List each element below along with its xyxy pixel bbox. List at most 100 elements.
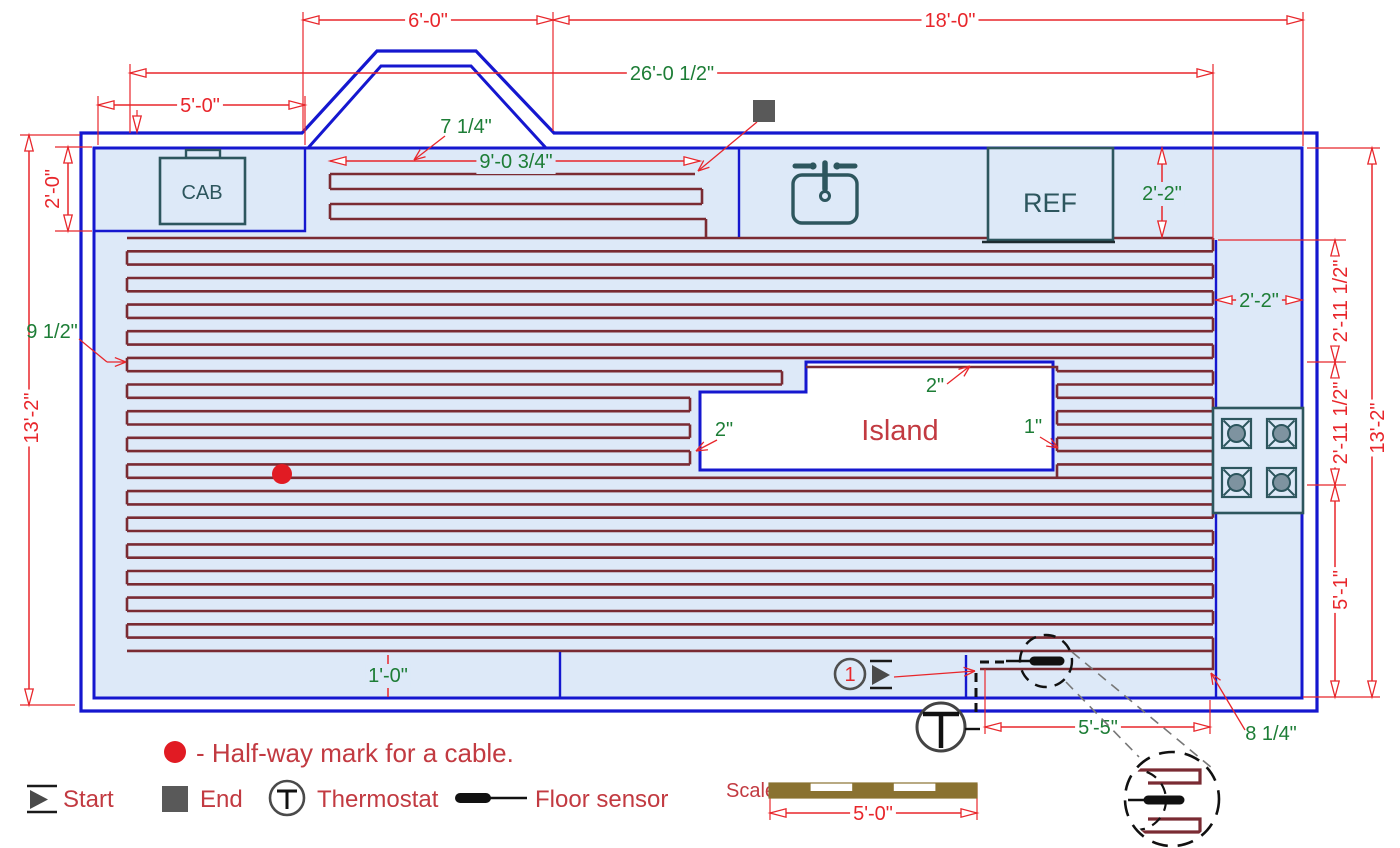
start-legend-icon [27, 784, 57, 814]
plan-markers: 1 [272, 100, 1221, 848]
dim-right-seg-upper: 2'-11 1/2" [1330, 260, 1352, 343]
dim-line [963, 365, 971, 377]
dim-arrow [767, 807, 787, 819]
dim-line [114, 361, 127, 368]
dim-text-chip [1075, 716, 1121, 740]
dim-bay-width: 6'-0" [408, 10, 448, 32]
dim-cable-span: 26'-0 1/2" [630, 63, 714, 85]
dim-arrow [62, 144, 74, 164]
dim-arrow [1366, 680, 1378, 700]
dim-arrow [1196, 67, 1216, 79]
dim-island-gap-top: 2" [926, 375, 944, 397]
dim-island-gap-right: 1" [1024, 416, 1042, 438]
dim-sensor-run: 5'-5" [1078, 717, 1118, 739]
dim-line [1046, 445, 1059, 449]
dim-stove-depth: 2'-2" [1239, 290, 1279, 312]
heating-cable-serpentine [125, 172, 1215, 671]
cabinet: CAB [158, 148, 247, 226]
halfway-mark-dot [272, 464, 292, 484]
cable-path [125, 172, 1215, 671]
ref-label: REF [1023, 188, 1077, 218]
dim-line [114, 356, 127, 363]
start-callout: 1 [833, 657, 892, 691]
dim-line [963, 670, 976, 677]
burner-icon [1220, 417, 1253, 450]
burner-icon [1220, 466, 1253, 499]
dim-arrow [1156, 220, 1168, 240]
dim-text-chip [1139, 182, 1185, 206]
dim-text-chip [177, 94, 223, 118]
dim-left-counter: 5'-0" [180, 95, 220, 117]
dim-text-chip [405, 9, 451, 33]
dim-line [78, 338, 108, 363]
end-legend-icon [162, 786, 188, 812]
dim-text-chip [1366, 399, 1390, 457]
dim-arrow [1329, 482, 1341, 502]
dim-arrow [62, 214, 74, 234]
dim-line [697, 121, 758, 172]
dim-arrow [1329, 468, 1341, 488]
appliances: CAB REF [158, 146, 1305, 515]
dim-arrow [1366, 145, 1378, 165]
outer-wall [79, 49, 1319, 713]
dim-arrow [95, 99, 115, 111]
dim-line [413, 156, 426, 161]
dim-wall-gap: 9 1/2" [26, 321, 78, 343]
dim-arrow [1329, 345, 1341, 365]
cab-label: CAB [181, 182, 222, 204]
burner-icon [1265, 466, 1298, 499]
dim-line [1050, 438, 1059, 449]
dim-text-chip [41, 166, 65, 212]
stove [1211, 406, 1305, 515]
dim-text-chip [850, 802, 896, 826]
left-counter-edge [94, 148, 307, 233]
dim-room-height-right: 13'-2" [1367, 403, 1389, 454]
dim-line [413, 135, 446, 161]
dim-arrow [1329, 359, 1341, 379]
dim-arrow [127, 67, 147, 79]
dim-line [697, 166, 710, 172]
dim-text-chip [626, 62, 718, 86]
dim-room-height-left: 13'-2" [21, 393, 43, 444]
dim-text-chip [1236, 289, 1282, 313]
dim-bottom-gap: 1'-0" [368, 665, 408, 687]
start-number: 1 [844, 664, 855, 686]
dim-right-seg-mid: 2'-11 1/2" [1330, 382, 1352, 465]
legend-halfway-text: - Half-way mark for a cable. [196, 738, 514, 768]
sensor-detail-view [1123, 750, 1221, 848]
floor-sensor-on-plan [974, 633, 1074, 716]
bay-window-inner [306, 64, 548, 150]
dim-arrow [1213, 294, 1233, 306]
dim-arrow [1329, 680, 1341, 700]
dim-right-span: 18'-0" [925, 10, 976, 32]
dim-arrow [1286, 14, 1306, 26]
dim-sensor-note: 8 1/4" [1245, 723, 1297, 745]
thermostat-legend-icon [268, 779, 306, 817]
dim-text-chip [365, 664, 411, 688]
dim-arrow [327, 155, 347, 167]
legend-end-text: End [200, 786, 243, 813]
dim-line [695, 441, 705, 452]
dim-text-chip [921, 9, 979, 33]
dim-arrow [683, 155, 703, 167]
legend-floor-sensor-text: Floor sensor [535, 786, 668, 813]
dim-line [695, 449, 709, 452]
dim-counter-depth: 2'-0" [42, 169, 64, 209]
dim-line [958, 365, 971, 370]
legend-thermostat-text: Thermostat [317, 786, 439, 813]
dim-line [946, 365, 971, 385]
cable-end-marker [753, 100, 775, 122]
dim-arrow [23, 132, 35, 152]
dim-arrow [536, 14, 556, 26]
dim-line [963, 666, 976, 672]
start-triangle-icon [872, 665, 890, 685]
dim-line [695, 439, 718, 452]
detail-leaders [1065, 651, 1213, 769]
halfway-legend-dot [164, 741, 186, 763]
dimension-texts: 6'-0" 18'-0" 26'-0 1/2" 5'-0" 2'-0" 13'-… [20, 9, 1390, 745]
dim-arrow [288, 99, 308, 111]
dim-arrow [1193, 721, 1213, 733]
dim-line [697, 160, 705, 172]
